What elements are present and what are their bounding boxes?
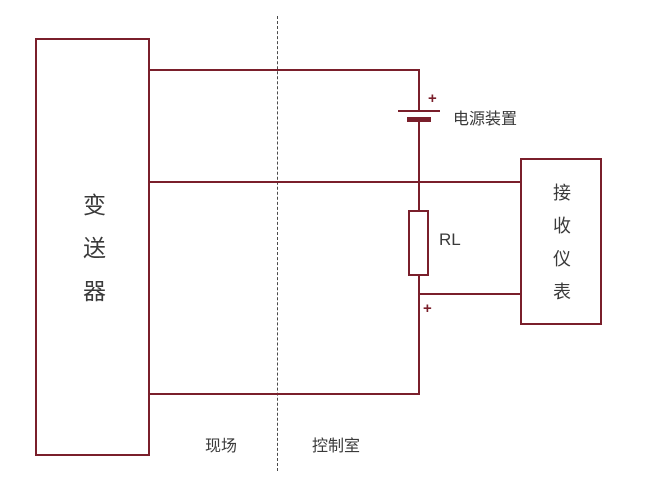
wire-battery-top-drop — [418, 69, 420, 112]
battery-negative-plate — [407, 117, 431, 122]
wire-battery-bottom-drop — [418, 122, 420, 183]
battery-plus-sign: + — [428, 90, 437, 107]
transmitter-label: 变送器 — [79, 192, 106, 322]
zone-label-control-room: 控制室 — [312, 438, 361, 455]
zone-label-field: 现场 — [205, 438, 238, 455]
wire-bottom-horizontal — [150, 393, 420, 395]
receiver-box: 接收仪表 — [520, 158, 602, 325]
wire-middle-horizontal — [150, 181, 520, 183]
resistor-label: RL — [439, 230, 461, 249]
receiver-label: 接收仪表 — [551, 183, 571, 315]
battery-positive-plate — [398, 110, 440, 112]
power-supply-label: 电源装置 — [453, 111, 518, 128]
transmitter-box: 变送器 — [35, 38, 150, 456]
boundary-dashed-line — [277, 16, 278, 471]
wire-resistor-top-lead — [418, 183, 420, 210]
wire-lower-horizontal — [418, 293, 520, 295]
resistor-rl — [408, 210, 429, 276]
wire-return-vertical — [418, 293, 420, 395]
receiver-plus-sign: + — [423, 300, 432, 317]
wire-top-horizontal — [150, 69, 420, 71]
wire-resistor-bottom-lead — [418, 276, 420, 295]
